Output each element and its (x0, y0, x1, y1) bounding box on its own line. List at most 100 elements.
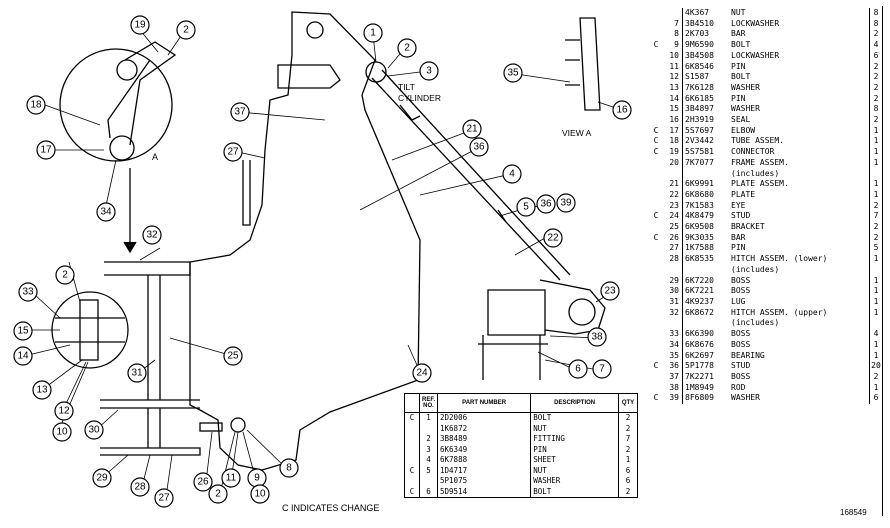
callout-39: 39 (556, 193, 576, 213)
ref-no: 15 (662, 104, 683, 116)
description: STUD (731, 361, 751, 371)
change-flag: C (653, 211, 659, 221)
quantity: 7 (618, 434, 638, 445)
change-flag (650, 222, 662, 233)
ref-no: 27 (662, 243, 683, 255)
ref-no: 28 (662, 254, 683, 265)
quantity: 1 (869, 136, 882, 148)
part-number: 3B4897 (685, 104, 714, 114)
change-flag (405, 445, 420, 456)
tilt-cylinder-beam (371, 69, 571, 281)
svg-text:32: 32 (146, 230, 158, 241)
description: NUT (731, 8, 746, 17)
ref-no: 5 (418, 465, 438, 476)
svg-text:39: 39 (560, 198, 572, 209)
change-flag (650, 104, 662, 115)
change-flag (650, 190, 662, 201)
quantity: 1 (869, 157, 882, 169)
callout-26: 26 (193, 472, 213, 492)
svg-text:2: 2 (215, 489, 221, 500)
quantity: 2 (869, 115, 882, 126)
callout-38: 38 (587, 327, 607, 347)
change-flag: C (409, 413, 415, 422)
change-flag: C (653, 232, 659, 242)
change-flag: C (653, 125, 659, 135)
part-number: 5S7581 (685, 147, 714, 157)
description: BOSS (731, 371, 751, 381)
part-number: 5S7697 (685, 125, 714, 135)
description: STUD (731, 211, 751, 221)
change-flag (650, 329, 662, 340)
callout-11: 11 (221, 468, 241, 488)
callout-15: 15 (13, 321, 33, 341)
header-ref-no: REF. NO. (418, 393, 439, 413)
ref-no (662, 168, 683, 180)
quantity: 1 (869, 125, 882, 137)
quantity: 2 (869, 200, 882, 212)
callout-9: 9 (247, 468, 267, 488)
callout-2-upper: 2 (176, 20, 196, 40)
svg-text:8: 8 (286, 463, 292, 474)
svg-text:27: 27 (227, 147, 239, 158)
callout-35: 35 (503, 63, 523, 83)
description: WASHER (731, 82, 760, 92)
part-number: 6K8680 (685, 189, 714, 199)
svg-text:3: 3 (426, 66, 432, 77)
svg-text:36: 36 (540, 199, 552, 210)
ref-no: 32 (662, 307, 683, 319)
ref-no: 19 (662, 147, 683, 158)
table-row: (includes) (650, 318, 882, 330)
svg-text:5: 5 (523, 202, 529, 213)
svg-text:12: 12 (58, 406, 70, 417)
change-flag (650, 158, 662, 169)
ref-no: 36 (662, 361, 683, 372)
part-number: 6K8546 (685, 61, 714, 71)
quantity: 1 (869, 147, 882, 158)
part-number: 5P1075 (437, 476, 531, 487)
callout-36b: 36 (536, 194, 556, 214)
description: ROD (731, 382, 746, 392)
svg-text:27: 27 (158, 493, 170, 504)
ref-no (662, 8, 683, 19)
part-number: 4K367 (685, 8, 710, 17)
drawing-id: 168549 (840, 508, 867, 517)
change-flag: C (653, 136, 659, 146)
ref-no: 22 (662, 189, 683, 201)
callout-27b: 27 (154, 488, 174, 508)
quantity: 2 (869, 93, 882, 105)
quantity: 6 (869, 50, 882, 62)
quantity: 1 (869, 286, 882, 297)
callout-2: 2 (397, 38, 417, 58)
ref-no: 11 (662, 61, 683, 73)
quantity (869, 318, 882, 330)
ref-no: 35 (662, 350, 683, 362)
svg-text:26: 26 (197, 477, 209, 488)
quantity: 2 (618, 412, 638, 424)
part-number: 5P1778 (685, 361, 714, 371)
description: (includes) (731, 168, 780, 178)
part-number: 6K7220 (685, 275, 714, 285)
quantity: 1 (869, 254, 882, 265)
description: EYE (731, 200, 746, 210)
change-flag (650, 254, 662, 265)
quantity: 4 (869, 40, 882, 51)
description: BAR (731, 29, 746, 39)
ref-no: 6 (418, 486, 438, 498)
quantity: 5 (869, 243, 882, 255)
quantity: 2 (869, 72, 882, 83)
part-number: 7K7077 (685, 157, 714, 167)
quantity: 1 (869, 382, 882, 394)
header-change (404, 393, 420, 413)
svg-text:1: 1 (370, 28, 376, 39)
change-flag (650, 265, 662, 276)
arrow-a-label: A (152, 152, 158, 162)
callout-8: 8 (279, 458, 299, 478)
